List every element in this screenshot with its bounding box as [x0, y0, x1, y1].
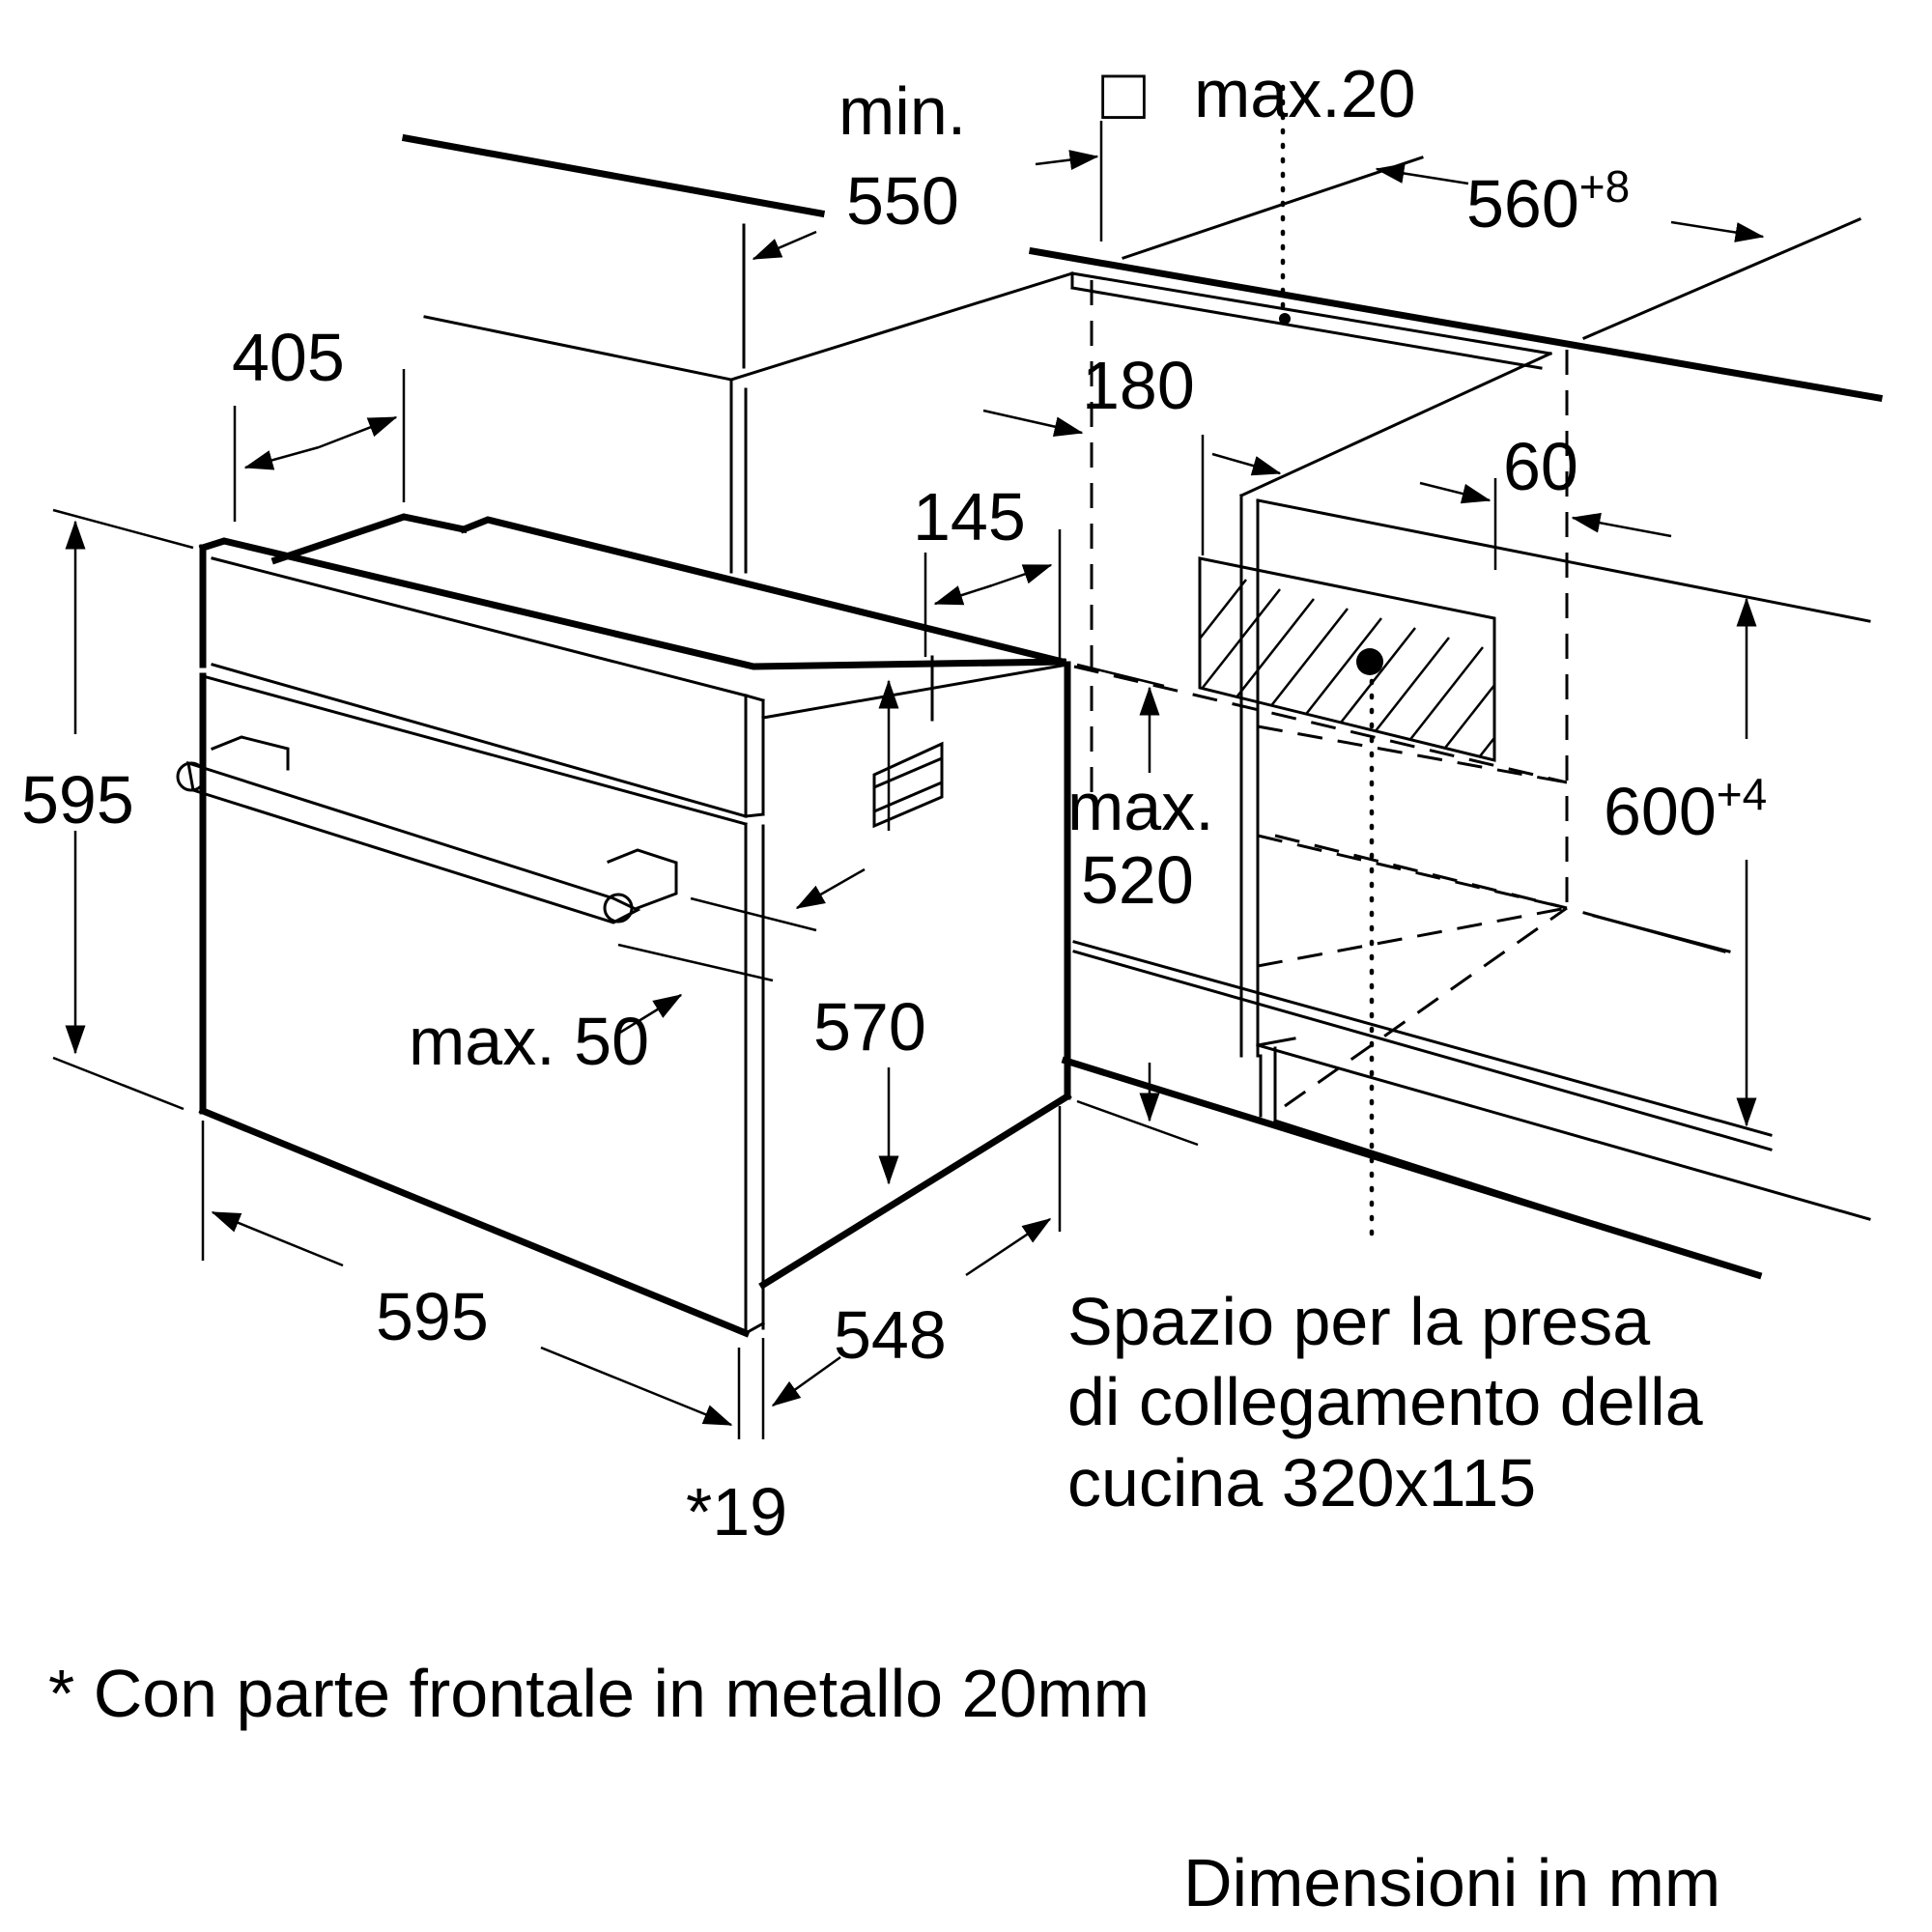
label-min: min. — [838, 73, 967, 149]
label-max-20: max.20 — [1194, 56, 1416, 131]
label-min-550: 550 — [846, 163, 959, 239]
socket-note-line-2: di collegamento della — [1067, 1364, 1703, 1440]
label-600: 600+4 — [1604, 772, 1767, 845]
oven-body — [176, 513, 1072, 1338]
label-548: 548 — [834, 1297, 947, 1373]
socket-note-line-1: Spazio per la presa — [1067, 1284, 1651, 1359]
label-520: 520 — [1081, 842, 1194, 918]
square-symbol: □ — [1101, 53, 1146, 135]
label-595-height: 595 — [21, 762, 134, 838]
label-405: 405 — [232, 320, 345, 395]
label-145: 145 — [913, 479, 1026, 554]
label-600-value: 600 — [1604, 774, 1717, 849]
label-560: 560+8 — [1466, 164, 1630, 238]
label-560-tolerance: +8 — [1578, 161, 1631, 212]
label-560-value: 560 — [1466, 166, 1579, 242]
label-595-width: 595 — [376, 1279, 489, 1354]
label-180: 180 — [1082, 348, 1195, 423]
label-60: 60 — [1503, 429, 1578, 504]
label-front-19: *19 — [686, 1474, 788, 1549]
units-note: Dimensioni in mm — [1183, 1845, 1721, 1920]
socket-area — [1198, 313, 1496, 762]
label-600-tolerance: +4 — [1716, 769, 1768, 819]
footnote: * Con parte frontale in metallo 20mm — [48, 1656, 1150, 1731]
label-max: max. — [1067, 769, 1214, 844]
socket-note-line-3: cucina 320x115 — [1067, 1444, 1537, 1520]
label-570: 570 — [813, 989, 926, 1065]
cabinet-niche — [401, 84, 1884, 1280]
socket-note: Spazio per la presa di collegamento dell… — [1067, 1282, 1703, 1523]
dimension-lines — [52, 121, 1765, 1439]
label-max-50: max. 50 — [409, 1004, 649, 1079]
